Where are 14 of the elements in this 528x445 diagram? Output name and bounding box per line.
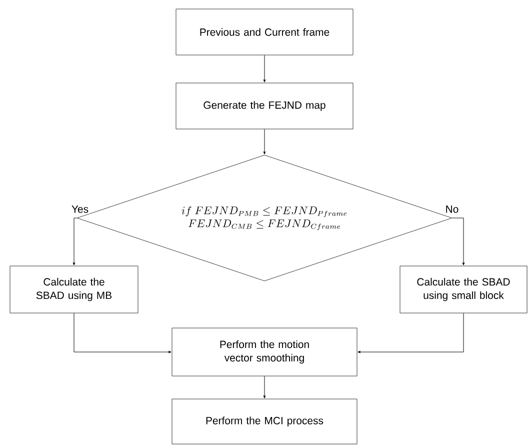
arrow <box>74 312 172 354</box>
arrow <box>72 218 78 266</box>
edge-label: Yes <box>72 206 88 213</box>
process-box: Perform the motion vector smoothing <box>172 328 358 376</box>
process-box: Calculate the SBAD using MB <box>10 266 138 314</box>
arrow <box>263 54 266 82</box>
process-box: Generate the FEJND map <box>176 82 354 130</box>
arrow <box>263 376 266 398</box>
process-box: Previous and Current frame <box>176 8 354 56</box>
process-box: Perform the MCI process <box>172 398 358 444</box>
process-box: Calculate the SBAD using small block <box>400 266 528 314</box>
arrow <box>358 312 464 354</box>
arrow <box>263 128 266 154</box>
arrow <box>452 218 465 266</box>
